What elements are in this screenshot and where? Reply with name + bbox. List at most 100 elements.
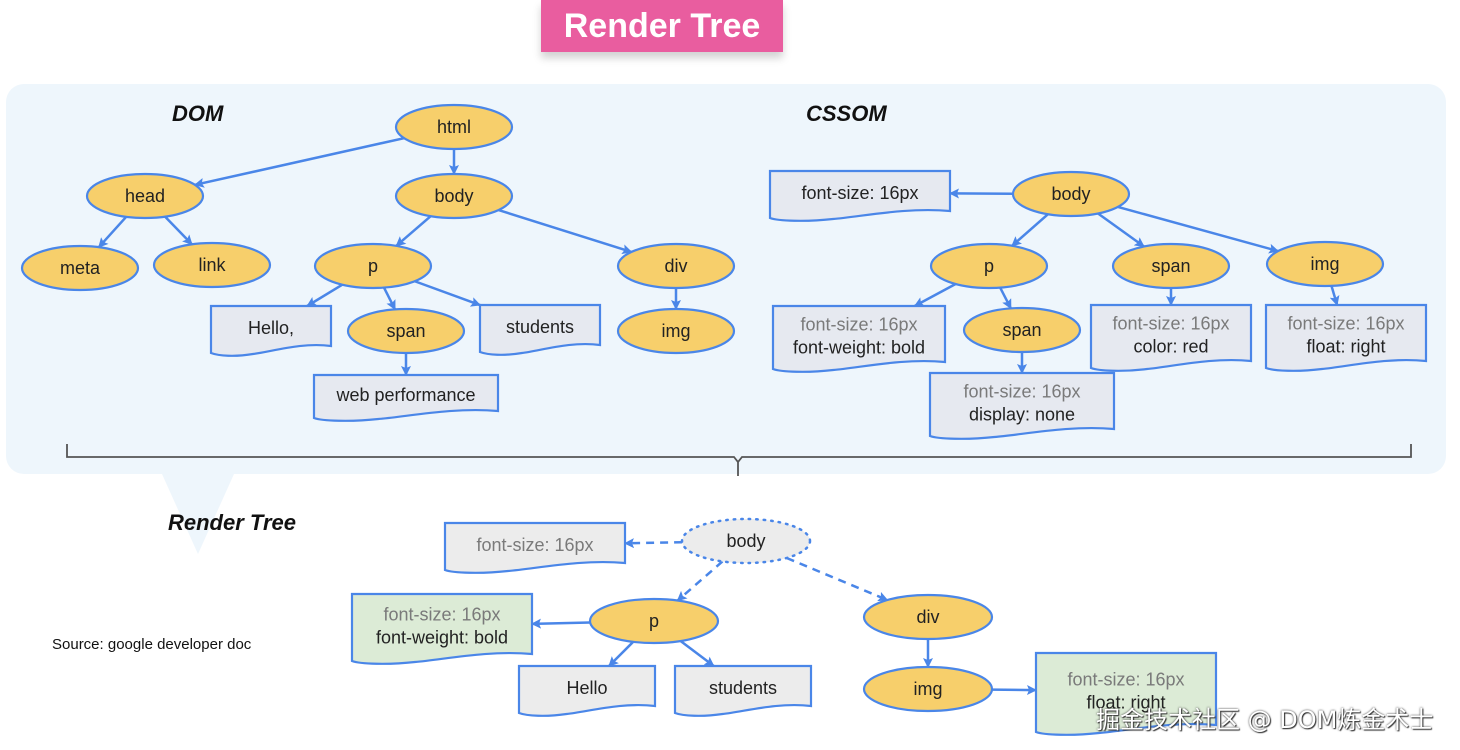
element-ellipse <box>1111 242 1231 290</box>
cssom-edge-c-p-to-c-p-style <box>913 282 957 308</box>
style-property: font-size: 16px <box>476 535 593 555</box>
document-box <box>928 371 1116 440</box>
render-node-r-students: students <box>673 664 813 717</box>
cssom-edge-c-body-to-c-p <box>1011 213 1049 247</box>
style-property: font-weight: bold <box>793 338 925 358</box>
node-label: p <box>984 256 994 276</box>
cssom-node-c-span2: span <box>962 306 1082 354</box>
render-edge-r-body-to-r-p <box>676 560 724 602</box>
node-label: students <box>709 678 777 698</box>
element-ellipse <box>20 244 140 292</box>
element-ellipse <box>962 306 1082 354</box>
node-label: web performance <box>335 385 475 405</box>
dom-node-webperf: web performance <box>312 373 500 422</box>
dom-node-img: img <box>616 307 736 355</box>
document-box <box>771 304 947 373</box>
node-label: img <box>1310 254 1339 274</box>
cssom-edge-c-body-to-c-span <box>1097 212 1145 248</box>
style-property: font-size: 16px <box>800 315 917 335</box>
style-property: font-size: 16px <box>1112 314 1229 334</box>
node-label: meta <box>60 258 101 278</box>
node-label: img <box>661 321 690 341</box>
render-edge-r-p-to-r-p-style <box>531 618 591 629</box>
cssom-node-c-span2-style: font-size: 16px display: none <box>928 371 1116 440</box>
style-property: font-weight: bold <box>376 628 508 648</box>
element-ellipse <box>394 103 514 151</box>
render-node-r-div: div <box>862 593 994 641</box>
callout-tail <box>162 474 234 554</box>
document-box <box>1264 303 1428 372</box>
cssom-node-c-p-style: font-size: 16px font-weight: bold <box>771 304 947 373</box>
cssom-node-c-body-style: font-size: 16px <box>768 169 952 222</box>
node-label: Hello <box>566 678 607 698</box>
dom-node-students: students <box>478 303 602 356</box>
document-box <box>1034 651 1218 736</box>
watermark: 掘金技术社区 @ DOM炼金术士 <box>1096 706 1434 734</box>
cssom-edge-c-p-to-c-span2 <box>999 287 1012 310</box>
dom-edge-p-to-students <box>414 280 481 307</box>
element-ellipse <box>680 517 812 565</box>
node-label: body <box>1051 184 1090 204</box>
style-property: font-size: 16px <box>801 183 918 203</box>
cssom-node-c-span-style: font-size: 16px color: red <box>1089 303 1253 372</box>
element-ellipse <box>862 665 994 713</box>
style-property: font-size: 16px <box>963 382 1080 402</box>
element-ellipse <box>616 242 736 290</box>
node-label: p <box>649 611 659 631</box>
element-ellipse <box>346 307 466 355</box>
element-ellipse <box>85 172 205 220</box>
dom-edge-body-to-p <box>395 215 432 247</box>
document-box <box>350 592 534 665</box>
document-box <box>768 169 952 222</box>
node-label: span <box>386 321 425 341</box>
render-edge-r-p-to-r-hello <box>608 640 635 667</box>
style-property: color: red <box>1133 337 1208 357</box>
merge-bracket <box>66 444 1412 476</box>
element-ellipse <box>1011 170 1131 218</box>
render-node-r-img: img <box>862 665 994 713</box>
dom-node-span: span <box>346 307 466 355</box>
style-property: float: right <box>1086 693 1165 713</box>
element-ellipse <box>862 593 994 641</box>
title-banner: Render Tree <box>541 0 783 52</box>
dom-node-meta: meta <box>20 244 140 292</box>
node-label: span <box>1002 320 1041 340</box>
dom-node-hello: Hello, <box>209 304 333 357</box>
dom-node-html: html <box>394 103 514 151</box>
node-label: students <box>506 317 574 337</box>
document-box <box>1089 303 1253 372</box>
style-property: display: none <box>969 405 1075 425</box>
dom-node-p: p <box>313 242 433 290</box>
cssom-node-c-p: p <box>929 242 1049 290</box>
cssom-node-c-body: body <box>1011 170 1131 218</box>
source-note: Source: google developer doc <box>52 636 252 653</box>
dom-edge-body-to-div <box>498 208 633 254</box>
cssom-node-c-span: span <box>1111 242 1231 290</box>
document-box <box>209 304 333 357</box>
node-label: head <box>125 186 165 206</box>
element-ellipse <box>313 242 433 290</box>
document-box <box>443 521 627 574</box>
render-edge-r-p-to-r-students <box>679 640 715 667</box>
dom-section-label: DOM <box>172 101 224 126</box>
dom-edge-head-to-meta <box>97 215 128 249</box>
node-label: img <box>913 679 942 699</box>
node-label: html <box>437 117 471 137</box>
node-label: body <box>434 186 473 206</box>
render-node-r-body-style: font-size: 16px <box>443 521 627 574</box>
document-box <box>517 664 657 717</box>
dom-node-head: head <box>85 172 205 220</box>
render-node-r-body: body <box>680 517 812 565</box>
node-label: div <box>664 256 687 276</box>
element-ellipse <box>929 242 1049 290</box>
node-label: body <box>726 531 765 551</box>
node-label: link <box>198 255 226 275</box>
document-box <box>673 664 813 717</box>
cssom-section-label: CSSOM <box>806 101 887 126</box>
style-property: font-size: 16px <box>1287 314 1404 334</box>
dom-edge-html-to-head <box>194 136 405 188</box>
